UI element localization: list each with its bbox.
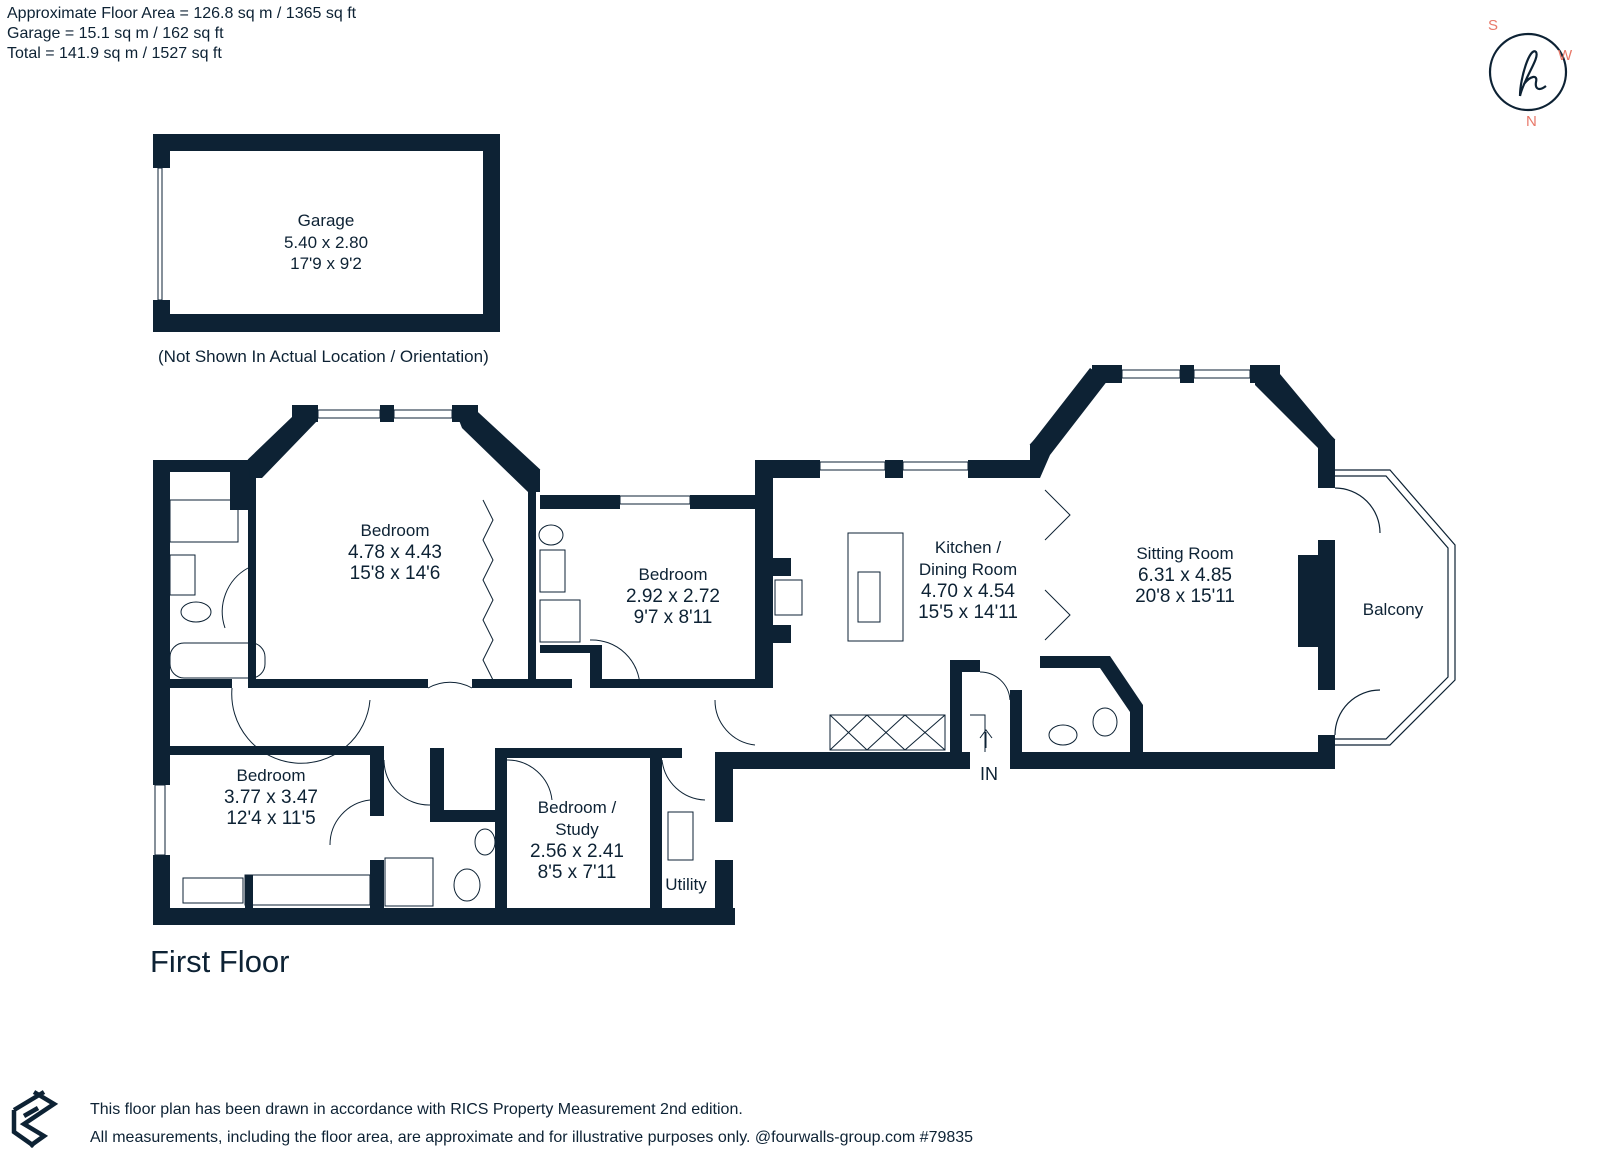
room-sitting: Sitting Room 6.31 x 4.85 20'8 x 15'11 <box>1135 544 1235 607</box>
room-bedroom-study: Bedroom / Study 2.56 x 2.41 8'5 x 7'11 <box>530 798 624 883</box>
first-floor-walls <box>153 365 1335 925</box>
room-imperial: 12'4 x 11'5 <box>226 808 315 829</box>
room-name-2: Dining Room <box>919 560 1017 579</box>
garage-imperial: 17'9 x 9'2 <box>290 254 362 273</box>
room-name: Sitting Room <box>1136 544 1233 563</box>
room-metric: 4.78 x 4.43 <box>348 542 442 563</box>
room-utility: Utility <box>665 875 707 894</box>
room-imperial: 9'7 x 8'11 <box>634 607 713 628</box>
room-name: Bedroom <box>361 521 430 540</box>
room-name-2: Study <box>555 820 599 839</box>
garage-metric: 5.40 x 2.80 <box>284 233 368 252</box>
room-metric: 4.70 x 4.54 <box>921 581 1015 602</box>
compass-logo-icon: S W E N <box>1488 17 1573 128</box>
garage-outline <box>153 134 500 332</box>
entrance-label: IN <box>980 764 998 784</box>
balcony-outline <box>1334 469 1456 746</box>
floor-name: First Floor <box>150 944 290 979</box>
doors-and-fittings <box>169 489 1118 907</box>
compass-n: N <box>1526 113 1537 128</box>
room-imperial: 15'5 x 14'11 <box>918 602 1018 623</box>
room-bedroom-main: Bedroom 4.78 x 4.43 15'8 x 14'6 <box>348 521 442 584</box>
room-name-1: Kitchen / <box>935 538 1001 557</box>
room-imperial: 8'5 x 7'11 <box>538 862 617 883</box>
garage-note: (Not Shown In Actual Location / Orientat… <box>158 347 489 366</box>
entrance-arrow-icon <box>970 714 993 752</box>
room-balcony: Balcony <box>1363 600 1424 619</box>
footer-disclaimer: All measurements, including the floor ar… <box>90 1129 974 1146</box>
room-metric: 6.31 x 4.85 <box>1138 565 1232 586</box>
room-name: Bedroom <box>237 766 306 785</box>
room-name: Bedroom <box>639 565 708 584</box>
floor-plan: Garage 5.40 x 2.80 17'9 x 9'2 (Not Shown… <box>153 134 1456 925</box>
footer-rics-note: This floor plan has been drawn in accord… <box>90 1101 743 1118</box>
compass-w: W <box>1558 47 1573 64</box>
fourwalls-logo-icon <box>11 1090 59 1148</box>
windows <box>154 369 1336 919</box>
room-metric: 2.92 x 2.72 <box>626 586 720 607</box>
garage-name: Garage <box>298 211 355 230</box>
room-kitchen-dining: Kitchen / Dining Room 4.70 x 4.54 15'5 x… <box>918 538 1018 623</box>
room-metric: 3.77 x 3.47 <box>224 787 318 808</box>
room-metric: 2.56 x 2.41 <box>530 841 624 862</box>
room-bedroom-3: Bedroom 3.77 x 3.47 12'4 x 11'5 <box>224 766 318 829</box>
room-imperial: 20'8 x 15'11 <box>1135 586 1235 607</box>
room-bedroom-2: Bedroom 2.92 x 2.72 9'7 x 8'11 <box>626 565 720 628</box>
room-name-1: Bedroom / <box>538 798 617 817</box>
room-imperial: 15'8 x 14'6 <box>350 563 441 584</box>
floor-area-text: Approximate Floor Area = 126.8 sq m / 13… <box>7 5 357 22</box>
total-area-text: Total = 141.9 sq m / 1527 sq ft <box>7 45 222 62</box>
garage-area-text: Garage = 15.1 sq m / 162 sq ft <box>7 25 224 42</box>
compass-s: S <box>1488 17 1498 34</box>
floor-area-summary: Approximate Floor Area = 126.8 sq m / 13… <box>7 4 356 64</box>
